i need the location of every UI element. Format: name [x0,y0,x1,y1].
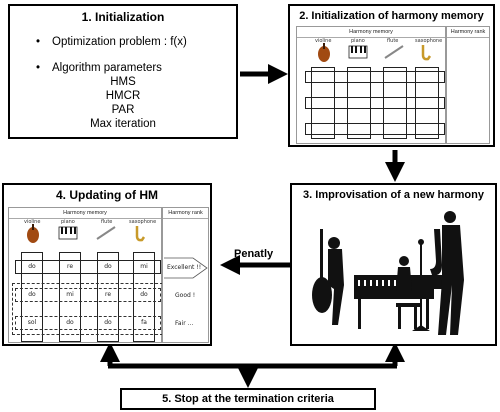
box4-title: 4. Updating of HM [56,188,158,202]
param-hms: HMS [110,76,136,88]
hm4-row-2 [15,288,161,302]
bullet-dot-1: • [36,36,41,48]
note-r2-c4: do [140,291,148,298]
bullet-dot-2: • [36,62,41,74]
param-hmcr: HMCR [105,90,141,102]
hm4-label-piano: piano [61,219,75,225]
hm4-label-saxophone: saxophone [129,219,157,225]
note-r3-c1: sol [27,319,37,326]
box3-title: 3. Improvisation of a new harmony [303,189,484,201]
optimization-problem-text: Optimization problem : f(x) [52,36,187,48]
hm4-rank-header: Harmony rank [163,208,208,219]
hm4-row-1 [15,260,161,274]
note-r2-c2: mi [66,291,74,298]
violin-icon [27,224,39,243]
hm4-row-3 [15,316,161,330]
instrument-label-saxophone: saxophone [415,38,443,44]
violin-icon [318,43,330,62]
note-r1-c1: do [28,263,36,270]
note-r1-c3: do [104,263,112,270]
box-updating-hm: 4. Updating of HM Harmony memory violine… [2,183,212,346]
note-r2-c3: re [104,291,112,298]
rank-fair: Fair ... [175,320,194,327]
note-r3-c2: do [66,319,74,326]
saxophone-icon [135,226,146,242]
hm-column-4 [415,67,439,139]
note-r2-c1: do [28,291,36,298]
flute-icon [384,45,404,59]
note-r1-c4: mi [140,263,148,270]
algorithm-parameters-text: Algorithm parameters [52,62,162,74]
box-initialization: 1. Initialization • Optimization problem… [8,4,238,139]
hm4-rank-panel: Harmony rank Excellent !! Good ! Fair ..… [162,207,209,343]
rank-arrow-shape [164,257,208,279]
instrument-icons [318,43,432,62]
hm-column-3 [383,67,407,139]
hm4-label-flute: flute [101,219,113,225]
jazz-band-silhouette [312,211,464,335]
box-init-harmony-memory: 2. Initialization of harmony memory Harm… [288,4,495,147]
hm-row-2 [305,97,445,109]
bassist-figure [312,229,344,325]
hm4-column-1 [21,252,43,342]
penalty-label: Penatly [234,248,274,260]
harmony-memory-header: Harmony memory [297,27,445,38]
hm4-column-2 [59,252,81,342]
hm4-label-violine: violine [24,219,41,225]
note-r3-c3: do [104,319,112,326]
param-max-iteration: Max iteration [90,118,156,130]
hm4-memory-panel: Harmony memory violine piano flute saxop… [8,207,163,343]
note-r3-c4: fa [141,319,147,326]
pianist-figure [396,256,420,329]
hm4-instrument-icons [27,224,146,243]
hm-column-2 [347,67,371,139]
note-r1-c2: re [66,263,74,270]
piano-icon [348,45,368,59]
rank-excellent: Excellent !! [167,264,202,271]
flute-icon [96,226,116,240]
saxophonist-figure [430,211,464,335]
hm4-column-4 [133,252,155,342]
hm4-column-3 [97,252,119,342]
box-termination: 5. Stop at the termination criteria [120,388,376,410]
instrument-label-flute: flute [387,38,399,44]
microphone-stand [412,239,430,331]
box1-title: 1. Initialization [81,10,165,24]
harmony-rank-header: Harmony rank [447,27,489,38]
harmony-rank-panel: Harmony rank [446,26,490,144]
instrument-label-violine: violine [315,38,332,44]
saxophone-icon [421,45,432,61]
hm4-memory-header: Harmony memory [9,208,161,219]
rank-good: Good ! [175,292,196,299]
hm-column-1 [311,67,335,139]
piano-icon [58,226,78,240]
hm-row-3 [305,123,445,135]
param-par: PAR [111,104,135,116]
hm-row-1 [305,71,445,83]
box5-title: 5. Stop at the termination criteria [162,393,334,405]
harmony-memory-panel: Harmony memory violine piano flute saxop… [296,26,446,144]
box-improvisation: 3. Improvisation of a new harmony [290,183,497,346]
box2-title: 2. Initialization of harmony memory [299,10,484,22]
instrument-label-piano: piano [351,38,365,44]
